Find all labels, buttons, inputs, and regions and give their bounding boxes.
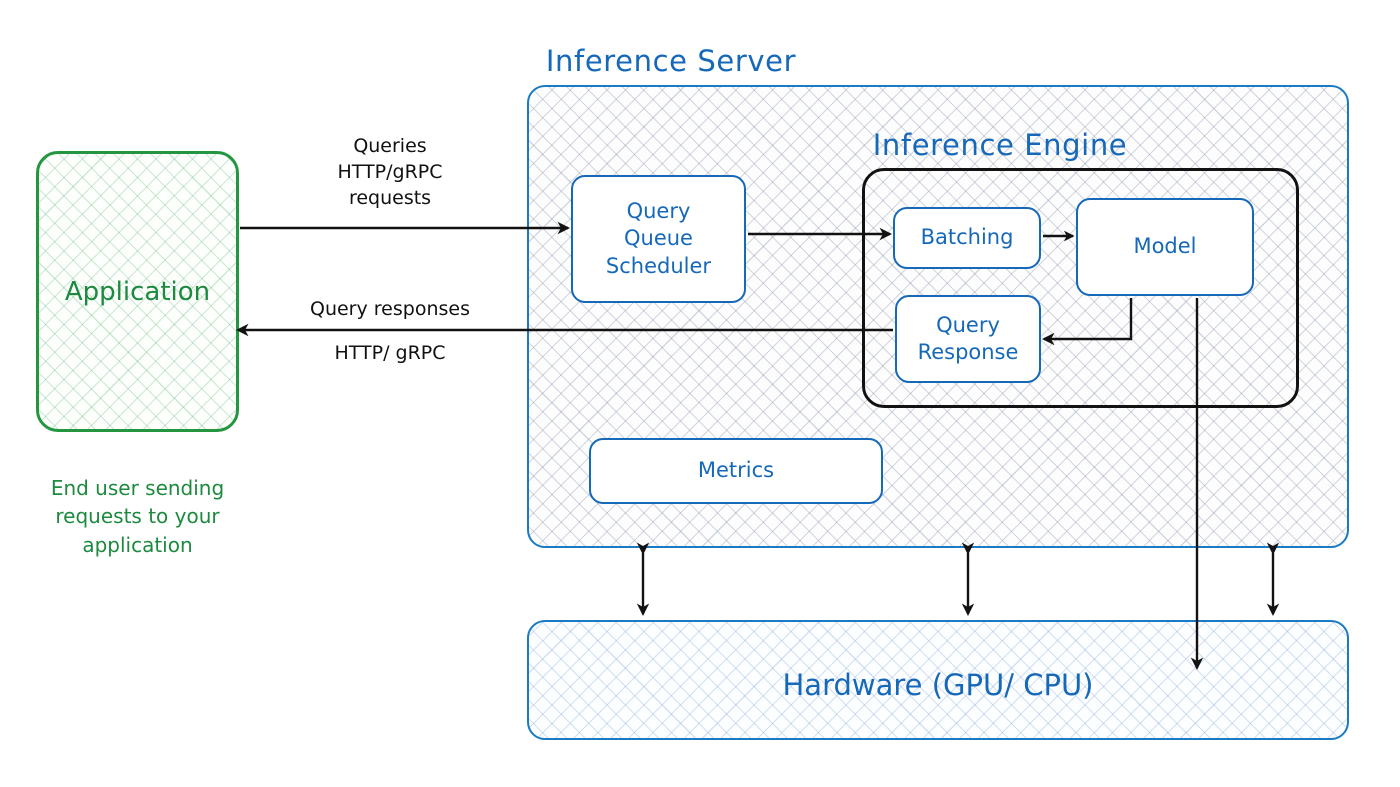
node-query-queue-scheduler[interactable]: Query Queue Scheduler [571, 175, 746, 303]
node-batching[interactable]: Batching [893, 207, 1041, 269]
node-batching-label: Batching [920, 225, 1014, 250]
inference-engine-container [862, 168, 1299, 408]
node-model-label: Model [1133, 234, 1197, 259]
hardware-container [527, 620, 1349, 740]
application-label: Application [64, 276, 211, 307]
node-query-response-label: Query Response [917, 312, 1019, 364]
connector-model-to-query-response [1042, 298, 1133, 346]
node-query-queue-scheduler-label: Query Queue Scheduler [605, 199, 712, 278]
node-metrics[interactable]: Metrics [589, 438, 883, 504]
node-model[interactable]: Model [1076, 198, 1254, 296]
node-query-response[interactable]: Query Response [895, 295, 1041, 383]
application-box[interactable]: Application [36, 151, 239, 432]
node-metrics-label: Metrics [697, 458, 775, 483]
